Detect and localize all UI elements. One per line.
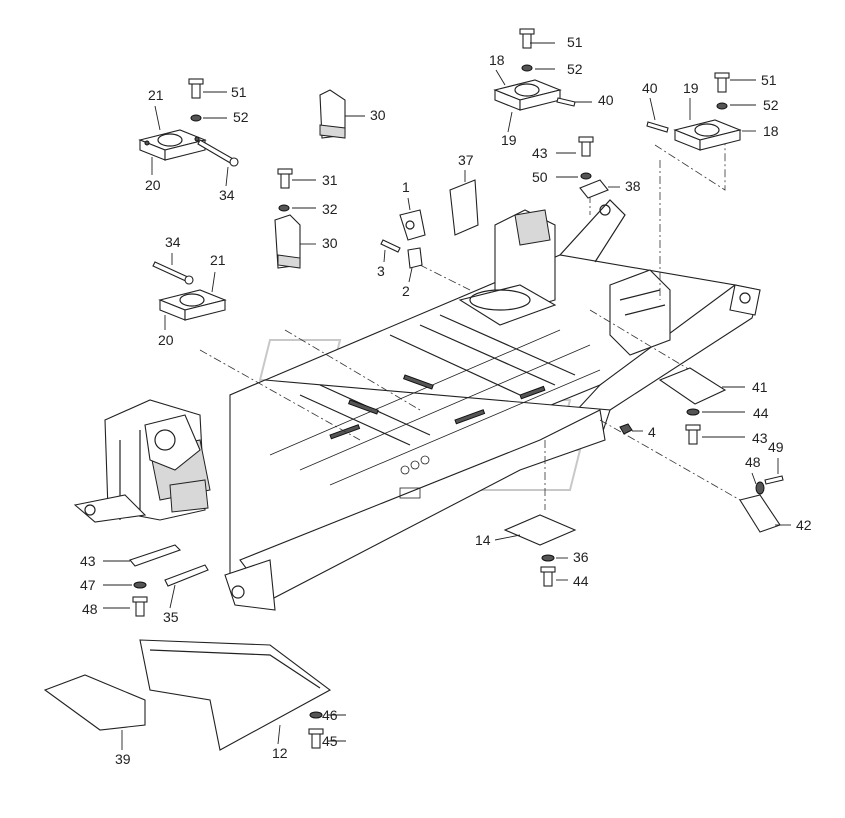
callout-number: 38	[625, 178, 641, 194]
callout-number: 46	[322, 707, 338, 723]
callout-number: 19	[683, 80, 699, 96]
callout-number: 35	[163, 609, 179, 625]
callout-number: 31	[322, 172, 338, 188]
assembly-lines	[199, 140, 741, 510]
plate-42	[739, 475, 784, 533]
bracket-30-top	[319, 89, 346, 139]
callout-number: 18	[489, 52, 505, 68]
callout-leader	[751, 472, 757, 485]
callout-number: 37	[458, 152, 474, 168]
callout-number: 43	[80, 553, 96, 569]
clamp-mid-left	[152, 261, 227, 321]
callout-number: 40	[598, 92, 614, 108]
callout-number: 12	[272, 745, 288, 761]
nut-4	[619, 423, 633, 435]
callout-leader	[277, 724, 281, 745]
part-1-3-2	[380, 209, 426, 269]
callout-number: 42	[796, 517, 812, 533]
guard-39	[43, 674, 146, 731]
callout-number: 45	[322, 733, 338, 749]
callout-leader	[649, 97, 656, 121]
callout-number: 48	[745, 454, 761, 470]
callout-number: 43	[532, 145, 548, 161]
callout-leader	[494, 534, 521, 541]
callout-number: 14	[475, 532, 491, 548]
callout-number: 3	[377, 263, 385, 279]
callout-number: 36	[573, 549, 589, 565]
callout-leader	[154, 105, 161, 131]
clamp-top-center	[493, 28, 576, 111]
callout-leader	[211, 271, 216, 293]
callout-number: 44	[753, 405, 769, 421]
callout-number: 4	[648, 424, 656, 440]
callout-number: 48	[82, 601, 98, 617]
callout-number: 18	[763, 123, 779, 139]
callout-number: 21	[210, 252, 226, 268]
callout-leader	[507, 111, 513, 133]
callout-number: 43	[752, 430, 768, 446]
callout-leader	[383, 249, 386, 263]
callout-number: 39	[115, 751, 131, 767]
clamp-top-left	[138, 78, 239, 167]
callout-number: 21	[148, 87, 164, 103]
callout-leader	[495, 69, 506, 86]
callout-leader	[169, 584, 176, 609]
clamp-top-right	[646, 72, 742, 151]
callout-labels: 5152401819212034305152313230371324350384…	[80, 34, 812, 767]
callout-number: 32	[322, 201, 338, 217]
callout-number: 34	[219, 187, 235, 203]
callout-number: 52	[567, 61, 583, 77]
callout-leader	[225, 166, 229, 187]
callout-number: 30	[370, 107, 386, 123]
callout-number: 44	[573, 573, 589, 589]
callout-number: 34	[165, 234, 181, 250]
callout-number: 52	[763, 97, 779, 113]
callout-number: 51	[761, 72, 777, 88]
callout-number: 51	[231, 84, 247, 100]
callout-number: 50	[532, 169, 548, 185]
callout-number: 2	[402, 283, 410, 299]
callout-number: 20	[145, 177, 161, 193]
callout-number: 30	[322, 235, 338, 251]
plate-37	[449, 179, 479, 236]
plate-41	[658, 367, 727, 445]
callout-leader	[407, 197, 411, 211]
callout-number: 40	[642, 80, 658, 96]
callout-number: 49	[768, 439, 784, 455]
callout-number: 19	[501, 132, 517, 148]
part-43-50-38	[578, 136, 609, 199]
callout-number: 41	[752, 379, 768, 395]
callout-number: 1	[402, 179, 410, 195]
callout-leader	[408, 267, 413, 283]
callout-number: 51	[567, 34, 583, 50]
callout-number: 52	[233, 109, 249, 125]
bracket-30-mid	[274, 168, 301, 269]
guard-12	[139, 639, 332, 751]
strip-36-35	[129, 544, 209, 617]
callout-number: 20	[158, 332, 174, 348]
plate-14	[503, 514, 577, 587]
callout-number: 47	[80, 577, 96, 593]
